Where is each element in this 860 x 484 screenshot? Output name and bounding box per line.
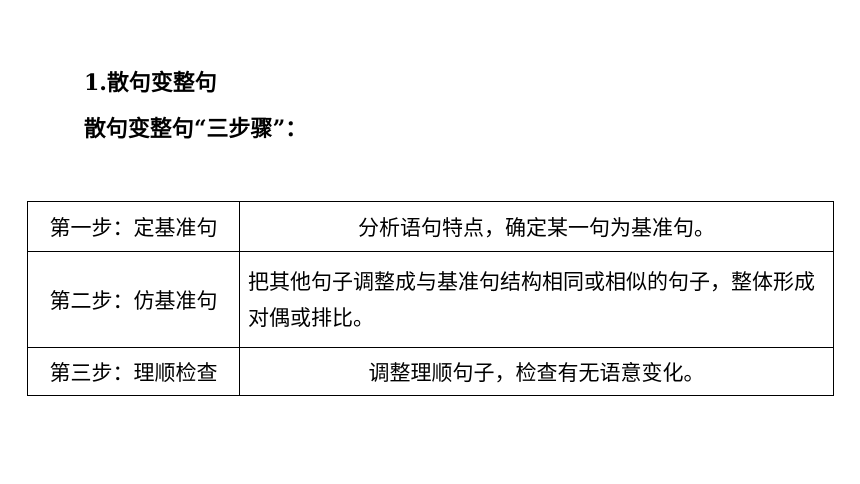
step-description-2: 把其他句子调整成与基准句结构相同或相似的句子，整体形成对偶或排比。 bbox=[239, 251, 834, 348]
step-description-1: 分析语句特点，确定某一句为基准句。 bbox=[239, 201, 834, 252]
section-title: 1.散句变整句 bbox=[84, 70, 217, 96]
table-row: 第二步：仿基准句 把其他句子调整成与基准句结构相同或相似的句子，整体形成对偶或排… bbox=[27, 251, 834, 348]
section-subtitle: 散句变整句“三步骤”： bbox=[84, 116, 308, 142]
step-label-3: 第三步：理顺检查 bbox=[27, 347, 240, 396]
step-label-1: 第一步：定基准句 bbox=[27, 201, 240, 252]
step-description-3: 调整理顺句子，检查有无语意变化。 bbox=[239, 347, 834, 396]
table-row: 第三步：理顺检查 调整理顺句子，检查有无语意变化。 bbox=[27, 347, 834, 396]
step-label-2: 第二步：仿基准句 bbox=[27, 251, 240, 348]
steps-table: 第一步：定基准句 分析语句特点，确定某一句为基准句。 第二步：仿基准句 把其他句… bbox=[27, 201, 834, 396]
table-row: 第一步：定基准句 分析语句特点，确定某一句为基准句。 bbox=[27, 201, 834, 252]
